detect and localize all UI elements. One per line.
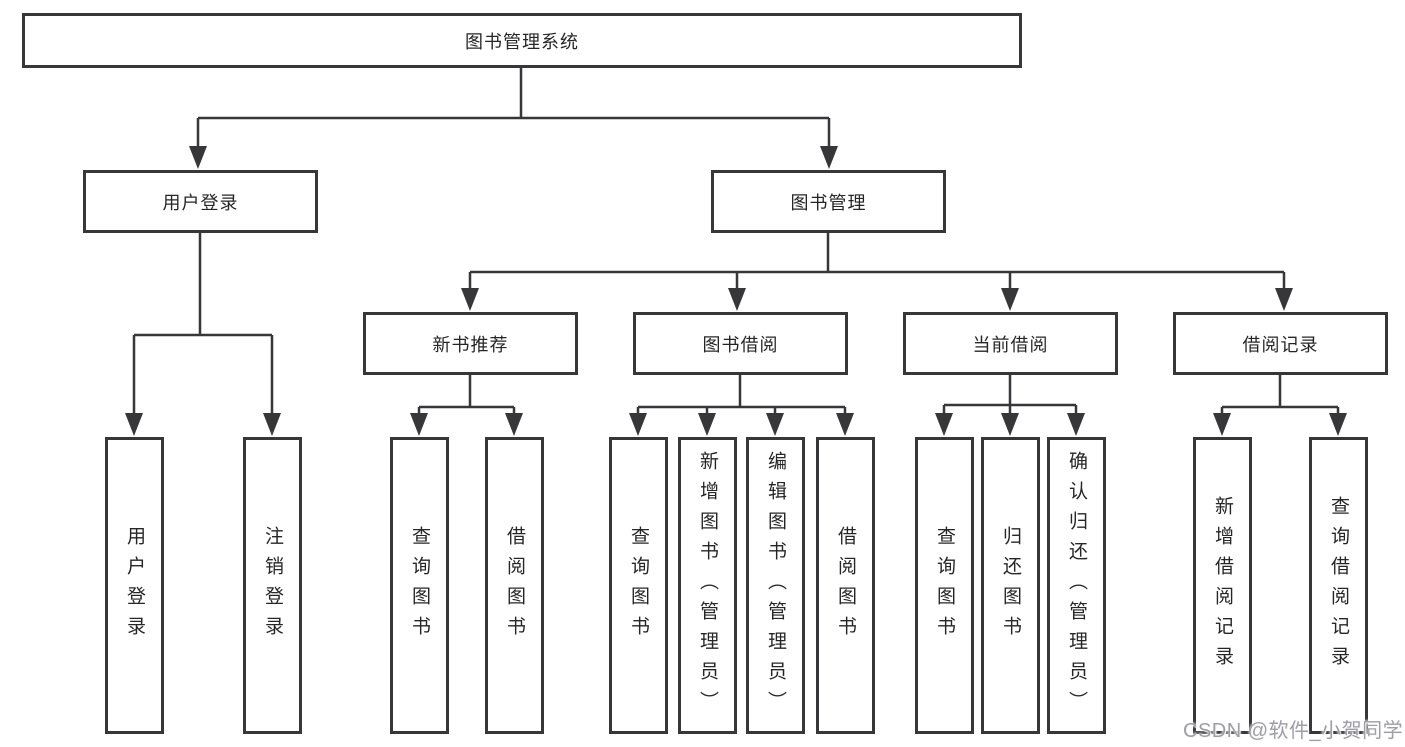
- node-borrow-records: 借阅记录: [1173, 312, 1388, 375]
- leaf-search-books-borrowing-label: 查询图书: [628, 525, 649, 646]
- arrow-down-icon: [698, 413, 716, 436]
- leaf-confirm-return-admin: 确认归还（管理员）: [1047, 437, 1106, 734]
- leaf-search-borrow-record-label: 查询借阅记录: [1328, 495, 1349, 676]
- leaf-search-books-current: 查询图书: [915, 437, 974, 734]
- node-book-borrowing-label: 图书借阅: [702, 334, 779, 355]
- leaf-return-books-label: 归还图书: [1000, 525, 1021, 646]
- leaf-search-books-current-label: 查询图书: [934, 525, 955, 646]
- connector-root: [196, 68, 831, 150]
- node-book-management: 图书管理: [711, 170, 946, 233]
- connector-current-borrowing: [942, 375, 1078, 419]
- leaf-borrow-books-borrowing-label: 借阅图书: [835, 525, 856, 646]
- leaf-logout-label: 注销登录: [262, 525, 283, 646]
- arrow-down-icon: [410, 413, 428, 436]
- connector-book-borrowing: [636, 375, 847, 419]
- arrow-down-icon: [728, 288, 746, 311]
- leaf-borrow-books-borrowing: 借阅图书: [816, 437, 875, 734]
- arrow-down-icon: [1067, 413, 1085, 436]
- connector-book-management: [468, 233, 1286, 294]
- arrow-down-icon: [1213, 413, 1231, 436]
- node-current-borrowing-label: 当前借阅: [972, 334, 1049, 355]
- node-root-label: 图书管理系统: [465, 31, 579, 52]
- arrow-down-icon: [766, 413, 784, 436]
- leaf-borrow-books-recommend-label: 借阅图书: [504, 525, 525, 646]
- connector-new-book-recommendation: [417, 375, 516, 419]
- arrow-down-icon: [125, 413, 143, 436]
- csdn-watermark: CSDN @软件_小贺同学: [1183, 720, 1404, 742]
- arrowheads: [125, 146, 1347, 436]
- arrow-down-icon: [263, 413, 281, 436]
- leaf-search-books-borrowing: 查询图书: [609, 437, 668, 734]
- connector-borrow-records: [1220, 375, 1340, 419]
- leaf-edit-book-admin-label: 编辑图书（管理员）: [765, 450, 786, 721]
- leaf-add-book-admin: 新增图书（管理员）: [678, 437, 737, 734]
- node-new-book-recommendation-label: 新书推荐: [432, 334, 509, 355]
- leaf-edit-book-admin: 编辑图书（管理员）: [746, 437, 805, 734]
- node-borrow-records-label: 借阅记录: [1242, 334, 1319, 355]
- leaf-logout: 注销登录: [243, 437, 302, 734]
- arrow-down-icon: [1275, 288, 1293, 311]
- node-book-management-label: 图书管理: [790, 192, 867, 213]
- leaf-confirm-return-admin-label: 确认归还（管理员）: [1066, 450, 1087, 721]
- leaf-search-borrow-record: 查询借阅记录: [1309, 437, 1368, 734]
- leaf-search-books-recommend: 查询图书: [390, 437, 449, 734]
- leaf-add-book-admin-label: 新增图书（管理员）: [697, 450, 718, 721]
- leaf-return-books: 归还图书: [981, 437, 1040, 734]
- arrow-down-icon: [189, 146, 207, 169]
- arrow-down-icon: [1001, 413, 1019, 436]
- leaf-search-books-recommend-label: 查询图书: [409, 525, 430, 646]
- arrow-down-icon: [820, 146, 838, 169]
- arrow-down-icon: [461, 288, 479, 311]
- arrow-down-icon: [836, 413, 854, 436]
- arrow-down-icon: [505, 413, 523, 436]
- node-user-login: 用户登录: [83, 170, 318, 233]
- leaf-borrow-books-recommend: 借阅图书: [485, 437, 544, 734]
- arrow-down-icon: [1001, 288, 1019, 311]
- leaf-user-login: 用户登录: [105, 437, 164, 734]
- leaf-user-login-label: 用户登录: [124, 525, 145, 646]
- node-user-login-label: 用户登录: [162, 192, 239, 213]
- arrow-down-icon: [629, 413, 647, 436]
- node-current-borrowing: 当前借阅: [903, 312, 1118, 375]
- leaf-add-borrow-record: 新增借阅记录: [1193, 437, 1252, 734]
- node-new-book-recommendation: 新书推荐: [363, 312, 578, 375]
- leaf-add-borrow-record-label: 新增借阅记录: [1212, 495, 1233, 676]
- arrow-down-icon: [1329, 413, 1347, 436]
- connector-user-login: [132, 233, 274, 419]
- arrow-down-icon: [935, 413, 953, 436]
- node-book-borrowing: 图书借阅: [633, 312, 848, 375]
- node-root: 图书管理系统: [22, 13, 1022, 68]
